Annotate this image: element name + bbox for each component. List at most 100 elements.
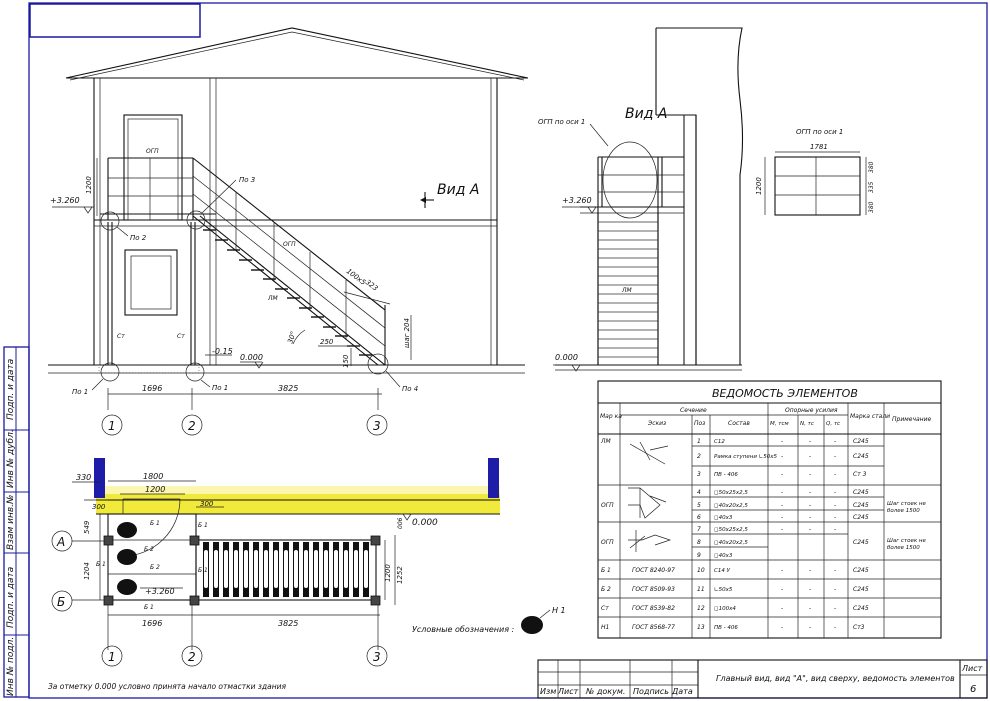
elev-axis-1: 1 (108, 419, 116, 433)
legend: Условные обозначения : Н 1 (412, 606, 566, 634)
stamp-sign: Подпись (633, 687, 669, 696)
table-cell-note: Шаг стоек не (887, 501, 927, 507)
table-cell-pos: 10 (697, 567, 705, 574)
table-cell-q: - (834, 502, 836, 509)
sheet-note: За отметку 0.000 условно принята начало … (48, 682, 286, 691)
th-pos: Поз (694, 420, 705, 427)
table-cell-comp: ПВ - 406 (714, 625, 738, 631)
table-cell-mark: ОГП (601, 502, 614, 509)
plan-dim-1204: 1204 (83, 562, 91, 580)
table-cell-q: - (834, 605, 836, 612)
table-cell-q: - (834, 471, 836, 478)
plan-labels: 330 1800 1200 300 300 549 1204 1696 3825… (76, 472, 438, 628)
sheet-title: Главный вид, вид "А", вид сверху, ведомо… (716, 674, 955, 683)
label-lm: ЛМ (267, 295, 279, 302)
table-cell-comp: ◻40x3 (714, 553, 733, 559)
plan-mark-b1e: Б 1 (198, 567, 208, 574)
table-cell-n: - (809, 526, 811, 533)
level-top-label: +3.260 (50, 196, 80, 205)
table-cell-m: - (781, 514, 783, 521)
th-comp: Состав (728, 420, 750, 427)
sheet-label: Лист (961, 664, 983, 673)
table-cell-pos: 12 (697, 605, 705, 612)
sheet-frame (3, 2, 988, 699)
table-cell-n: - (809, 514, 811, 521)
table-cell-comp: ∟50x5 (714, 587, 733, 593)
sheet-number: 6 (970, 684, 976, 695)
table-cell-m: - (781, 502, 783, 509)
table-cell-steel: С245 (853, 502, 869, 509)
view-a-ogp: ОГП по оси 1 (538, 118, 585, 126)
legend-label: Условные обозначения : (412, 625, 515, 634)
plan-dim-549: 549 (83, 520, 91, 534)
dim-shag: шаг 204 (403, 318, 411, 348)
title-block (537, 659, 988, 699)
label-po4: По 4 (402, 385, 418, 393)
plan-mark-b1d: Б 1 (144, 604, 154, 611)
plan-mark-b1b: Б 1 (198, 522, 208, 529)
plan-dim-300b: 300 (200, 500, 214, 508)
table-cell-pos: 4 (697, 489, 701, 496)
table-cell-mark: ОГП (601, 539, 614, 546)
table-cell-q: - (834, 489, 836, 496)
plan-row-a: А (56, 535, 65, 549)
view-a-level-top: +3.260 (562, 196, 592, 205)
view-a-title: Вид А (625, 106, 667, 122)
label-po1b: По 1 (212, 384, 228, 392)
table-cell-mark: Б 2 (601, 586, 611, 593)
plan-dim-1252: 1252 (396, 566, 404, 584)
plan-mark-b1a: Б 1 (150, 520, 160, 527)
elements-table (597, 380, 942, 639)
table-cell-note: более 1500 (887, 508, 920, 514)
view-a (553, 27, 744, 372)
th-sketch: Эскиз (647, 420, 666, 427)
table-cell-q: - (834, 453, 836, 460)
table-cell-comp: Рамка ступени ∟50x5 (714, 454, 778, 460)
label-po1a: По 1 (72, 388, 88, 396)
table-cell-m: - (781, 489, 783, 496)
table-cell-pos: 5 (697, 502, 701, 509)
detail-d1: 380 (868, 161, 875, 173)
table-cell-n: - (809, 567, 811, 574)
table-cell-comp: ◻40x20x2,5 (714, 503, 748, 509)
table-cell-pos: 2 (697, 453, 701, 460)
table-cell-comp: ПВ - 406 (714, 472, 738, 478)
table-cell-mark: Ст (601, 605, 609, 612)
label-st1: Ст (117, 333, 125, 340)
table-cell-note: более 1500 (887, 545, 920, 551)
table-cell-pos: 11 (697, 586, 705, 593)
table-cell-q: - (834, 514, 836, 521)
detail-d3: 380 (868, 201, 875, 213)
plan-dim-330: 330 (76, 473, 91, 482)
title-block-text: Изм Лист № докум. Подпись Дата Главный в… (540, 664, 983, 696)
dim-1696: 1696 (142, 384, 162, 393)
stamp-list: Лист (557, 687, 579, 696)
th-m: М, тсм (770, 421, 789, 427)
dim-1200: 1200 (85, 176, 93, 194)
plan-row-b: Б (57, 595, 65, 609)
side-field-3: Взам инв.№ (6, 495, 16, 550)
table-cell-comp: С14 У (714, 568, 731, 574)
table-cell-m: - (781, 453, 783, 460)
table-cell-sketch: ГОСТ 8568-77 (632, 624, 675, 631)
table-cell-sketch: ГОСТ 8240-97 (632, 567, 675, 574)
plan-level: 0.000 (412, 518, 438, 528)
table-cell-n: - (809, 453, 811, 460)
table-cell-pos: 1 (697, 438, 701, 445)
th-section: Сечение (680, 407, 707, 414)
stamp-doc: № докум. (585, 687, 625, 696)
table-title: ВЕДОМОСТЬ ЭЛЕМЕНТОВ (712, 387, 858, 400)
plan-dim-1200v: 1200 (384, 564, 392, 582)
view-a-labels: Вид А ОГП по оси 1 +3.260 0.000 ЛМ (538, 106, 667, 362)
table-cell-q: - (834, 567, 836, 574)
table-cell-steel: С245 (853, 489, 869, 496)
label-ogp2: ОГП (283, 241, 296, 248)
table-cell-steel: С245 (853, 539, 869, 546)
legend-mark: Н 1 (552, 606, 566, 615)
table-cell-sketch: ГОСТ 8539-82 (632, 605, 675, 612)
table-cell-comp: ◻50x25x2,5 (714, 490, 748, 496)
view-a-mark: Вид А (437, 182, 479, 198)
table-cell-mark: Б 1 (601, 567, 611, 574)
